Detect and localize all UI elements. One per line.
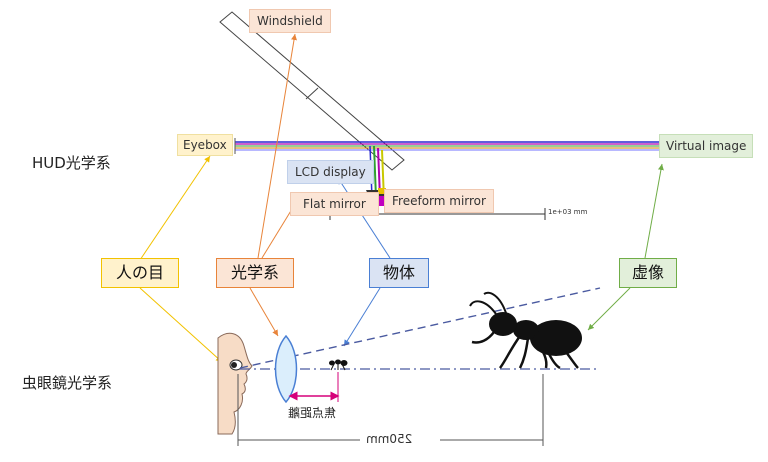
object-to-small-ant-line xyxy=(343,287,381,347)
big-ant xyxy=(469,291,582,370)
human-eye-box: 人の目 xyxy=(101,258,179,288)
flat-mirror-label: Flat mirror xyxy=(290,192,379,216)
lcd-display-label: LCD display xyxy=(287,160,374,184)
freeform-mirror-shape xyxy=(376,196,390,206)
eye-to-eyebox-line xyxy=(139,155,211,261)
optics-to-windshield-line xyxy=(257,33,297,259)
optical-system-box: 光学系 xyxy=(216,258,294,288)
face-profile xyxy=(217,332,253,435)
windshield-label: Windshield xyxy=(249,9,331,33)
virtual-image-box: 虚像 xyxy=(619,258,677,288)
small-ant xyxy=(329,359,348,371)
lcd-display-shape xyxy=(378,188,386,194)
virtual-image-label: Virtual image xyxy=(659,134,754,158)
virtual-ray xyxy=(239,287,601,369)
eye-to-magnifier-eye-line xyxy=(139,287,223,363)
distance-label: 250mm xyxy=(366,432,413,446)
virtual-to-virtual-image-line xyxy=(644,163,664,259)
optics-to-lens-line xyxy=(249,287,279,337)
object-box: 物体 xyxy=(369,258,429,288)
magnifier-lens xyxy=(274,334,298,404)
focal-length-label: 焦点距離 xyxy=(288,406,337,420)
eyebox-label: Eyebox xyxy=(177,134,233,156)
hud-optics-row-label: HUD光学系 xyxy=(32,154,111,172)
virtual-to-big-ant-line xyxy=(587,287,631,331)
hud-ray-bundle xyxy=(235,141,660,201)
windshield-plate xyxy=(219,11,405,171)
distance-dimension xyxy=(237,374,544,446)
magnifier-optics-row-label: 虫眼鏡光学系 xyxy=(22,374,113,392)
freeform-mirror-label: Freeform mirror xyxy=(384,189,494,213)
scale-bar-label: 1e+03 mm xyxy=(548,208,588,216)
object-to-lcd-line xyxy=(337,177,391,259)
